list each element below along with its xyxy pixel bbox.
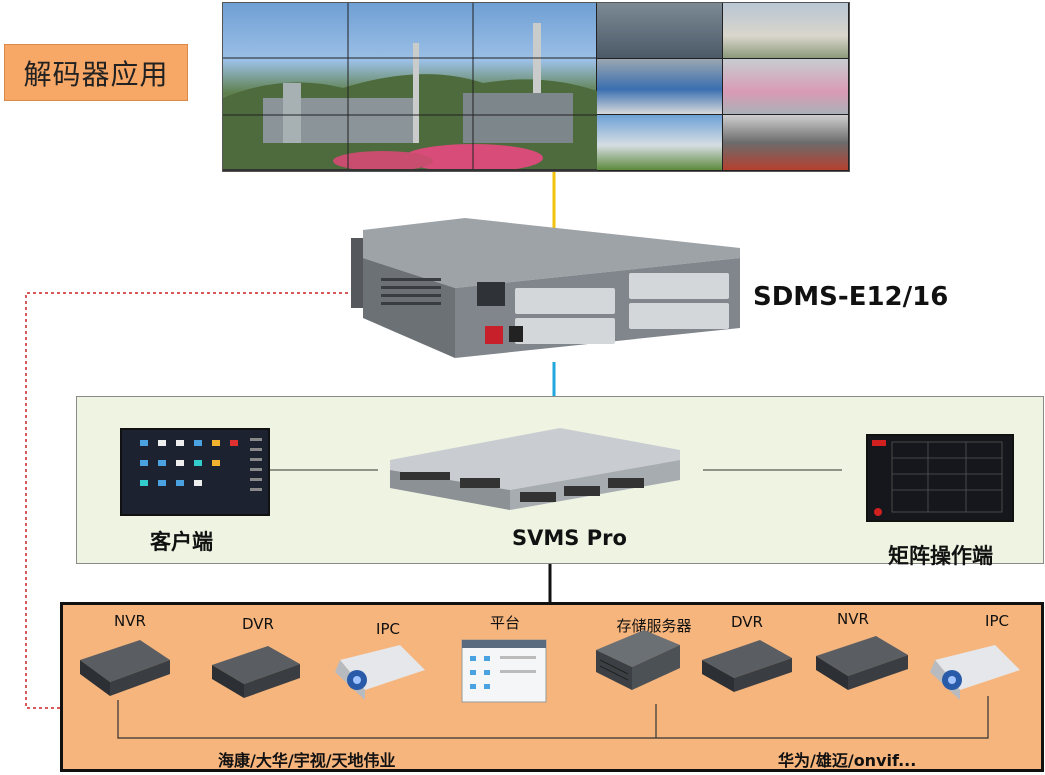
- camera-icon: [335, 645, 425, 700]
- device-label-3: IPC: [376, 620, 400, 638]
- wall-tile-2: [723, 3, 849, 59]
- title-badge: 解码器应用: [4, 44, 188, 101]
- wall-tile-3: [597, 59, 723, 115]
- device-label-2: DVR: [242, 615, 274, 633]
- vendor-label-right: 华为/雄迈/onvif...: [778, 751, 917, 770]
- device-box: [60, 602, 1044, 772]
- nvr-icon: [816, 636, 908, 690]
- device-bracket-line: [117, 696, 989, 739]
- vendor-label-left: 海康/大华/宇视/天地伟业: [218, 751, 396, 770]
- camera-icon: [930, 645, 1020, 700]
- nvr-icon: [80, 640, 170, 696]
- device-label-1: NVR: [114, 612, 146, 630]
- device-label-8: IPC: [985, 612, 1009, 630]
- client-app-grid-icon: [140, 438, 262, 491]
- device-label-7: NVR: [837, 610, 869, 628]
- refinery-illustration: [223, 3, 597, 171]
- wall-tile-5: [597, 115, 723, 171]
- matrix-label: 矩阵操作端: [888, 544, 993, 568]
- device-label-5: 存储服务器: [616, 617, 692, 635]
- decoder-model-label: SDMS-E12/16: [753, 282, 949, 312]
- matrix-screen: [866, 434, 1014, 522]
- video-wall: [222, 2, 850, 172]
- client-screen: [120, 428, 270, 516]
- storage-server-icon: [596, 630, 680, 690]
- dvr-icon: [212, 646, 300, 698]
- wall-tile-1: [597, 3, 723, 59]
- refinery-scene: [223, 3, 597, 171]
- dvr-icon: [702, 640, 792, 692]
- wall-tile-6: [723, 115, 849, 171]
- device-label-4: 平台: [489, 614, 520, 632]
- platform-screen-icon: [461, 639, 547, 703]
- decoder-device-icon: [351, 218, 740, 358]
- svms-server-icon: [390, 428, 680, 510]
- server-label: SVMS Pro: [512, 526, 627, 550]
- device-label-6: DVR: [731, 613, 763, 631]
- wall-tile-4: [723, 59, 849, 115]
- client-label: 客户端: [150, 530, 213, 554]
- matrix-grid-icon: [872, 440, 1003, 516]
- dashed-direct-link: [25, 292, 360, 709]
